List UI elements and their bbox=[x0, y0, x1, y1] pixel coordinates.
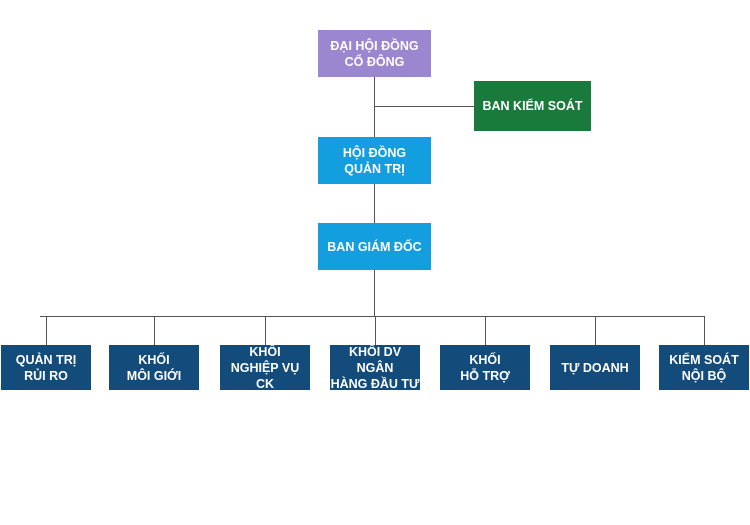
connector-director-units bbox=[374, 270, 375, 316]
unit-securities-operations: KHỐI NGHIỆP VỤ CK bbox=[220, 345, 310, 391]
unit-risk-management: QUẢN TRỊ RỦI RO bbox=[1, 345, 91, 390]
connector-unit-drop bbox=[595, 316, 596, 345]
unit-investment-banking: KHỐI DV NGÂN HÀNG ĐẦU TƯ bbox=[330, 344, 420, 391]
connector-unit-drop bbox=[46, 316, 47, 345]
connector-unit-drop bbox=[485, 316, 486, 345]
supervisory-board-box: BAN KIỂM SOÁT bbox=[474, 81, 591, 131]
shareholders-box: ĐẠI HỘI ĐỒNG CỔ ĐÔNG bbox=[318, 30, 431, 77]
board-of-directors-box: HỘI ĐỒNG QUẢN TRỊ bbox=[318, 137, 431, 184]
connector-supervisory bbox=[374, 106, 474, 107]
connector-unit-drop bbox=[154, 316, 155, 345]
unit-internal-control: KIỂM SOÁT NỘI BỘ bbox=[659, 345, 749, 390]
management-board-box: BAN GIÁM ĐỐC bbox=[318, 223, 431, 270]
connector-shareholders-board bbox=[374, 77, 375, 137]
connector-unit-drop bbox=[375, 316, 376, 345]
unit-support: KHỐI HỖ TRỢ bbox=[440, 345, 530, 390]
connector-units-bus bbox=[40, 316, 705, 317]
connector-unit-drop bbox=[265, 316, 266, 345]
unit-proprietary-trading: TỰ DOANH bbox=[550, 345, 640, 390]
unit-brokerage: KHỐI MÔI GIỚI bbox=[109, 345, 199, 390]
connector-unit-drop bbox=[704, 316, 705, 345]
connector-board-director bbox=[374, 184, 375, 223]
